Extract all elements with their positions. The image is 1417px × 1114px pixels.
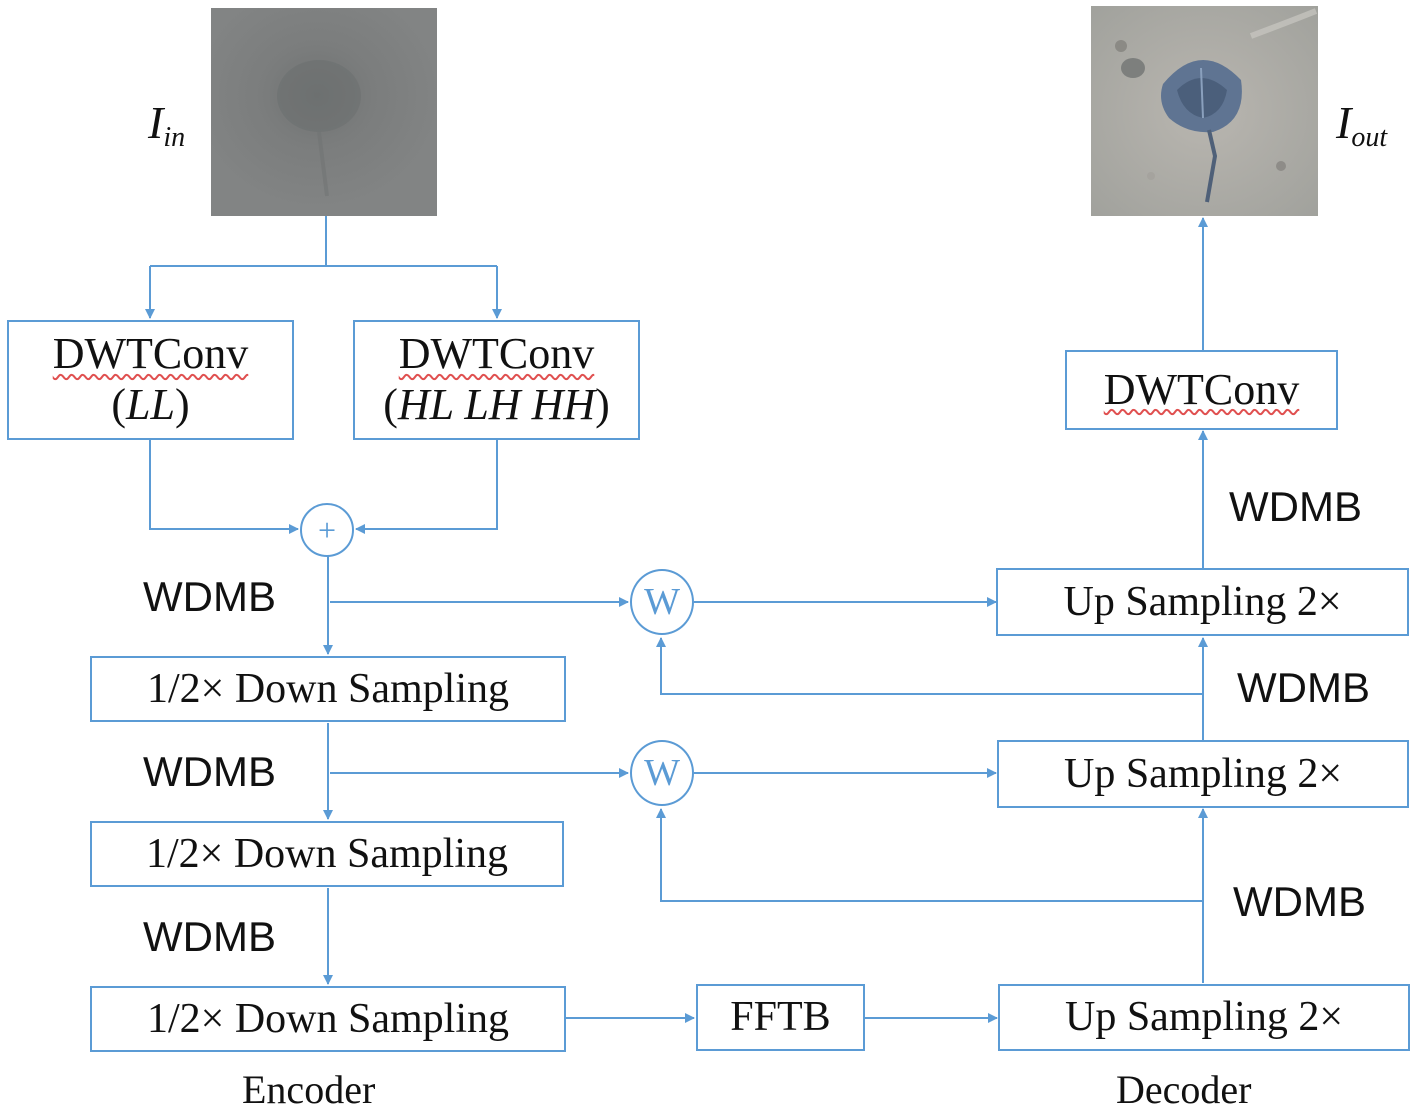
add-operator-icon: + <box>300 503 354 557</box>
decoder-caption: Decoder <box>1116 1067 1252 1112</box>
input-symbol: Iin <box>148 97 186 153</box>
dwtconv-output-box: DWTConv <box>1065 350 1338 430</box>
dwtconv-ll-box: DWTConv (LL) <box>7 320 294 440</box>
up-sampling-box-2: Up Sampling 2× <box>997 740 1409 808</box>
up-sampling-box-3: Up Sampling 2× <box>998 984 1410 1051</box>
up-sampling-box-1: Up Sampling 2× <box>996 568 1409 636</box>
wdmb-label-encoder-1: WDMB <box>143 573 276 620</box>
dwtconv-high-box: DWTConv (HL LH HH) <box>353 320 640 440</box>
arrow-feedback-to-w2 <box>656 808 1203 902</box>
output-symbol: Iout <box>1336 97 1388 153</box>
wdmb-label-decoder-3: WDMB <box>1233 878 1366 925</box>
down-sampling-box-3: 1/2× Down Sampling <box>90 986 566 1052</box>
wdmb-label-decoder-2: WDMB <box>1237 664 1370 711</box>
output-image <box>1091 6 1318 216</box>
down-sampling-box-1: 1/2× Down Sampling <box>90 656 566 722</box>
encoder-caption: Encoder <box>242 1067 376 1112</box>
arrow-ll-to-add <box>149 440 299 534</box>
arrow-feedback-to-w1 <box>656 637 1203 695</box>
wdmb-label-encoder-3: WDMB <box>143 913 276 960</box>
fusion-w-node-1: W <box>630 569 694 635</box>
input-image <box>211 8 437 216</box>
fusion-w-node-2: W <box>630 740 694 806</box>
wdmb-label-decoder-1: WDMB <box>1229 483 1362 530</box>
fftb-box: FFTB <box>696 984 865 1051</box>
down-sampling-box-2: 1/2× Down Sampling <box>90 821 564 887</box>
wdmb-label-encoder-2: WDMB <box>143 748 276 795</box>
arrow-high-to-add <box>355 440 498 534</box>
